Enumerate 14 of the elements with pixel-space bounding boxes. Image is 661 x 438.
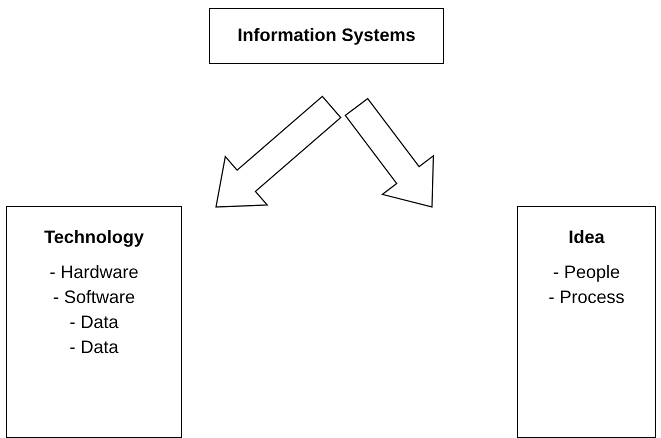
category-box	[6, 206, 182, 438]
list-item: - Data	[68, 311, 120, 334]
heading: Information Systems	[236, 24, 417, 47]
heading: Idea	[567, 226, 606, 249]
block-arrow	[215, 96, 342, 208]
list-item: - People	[552, 261, 622, 284]
list-item: - Data	[68, 336, 120, 359]
list-item: - Software	[52, 286, 136, 309]
title-box	[209, 8, 444, 64]
list-item: - Process	[547, 286, 626, 309]
heading: Technology	[43, 226, 145, 249]
block-arrow	[344, 98, 434, 208]
list-item: - Hardware	[48, 261, 140, 284]
category-box	[517, 206, 656, 438]
